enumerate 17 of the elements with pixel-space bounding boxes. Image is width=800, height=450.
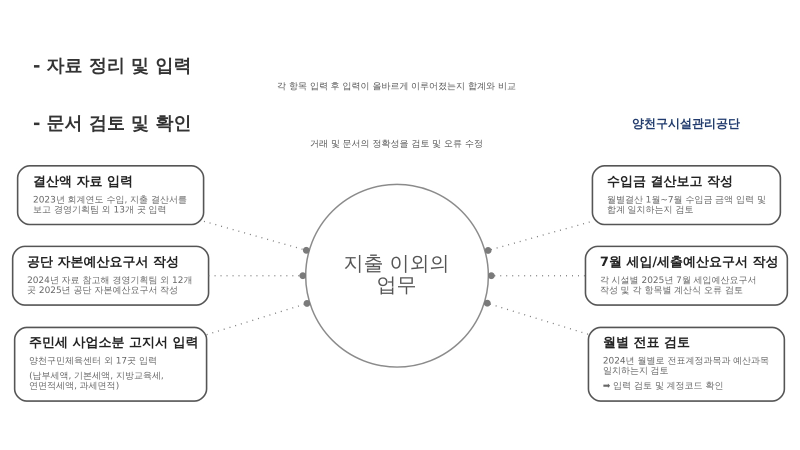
node-box: 공단 자본예산요구서 작성 2024년 자료 참고해 경영기획팀 외 12개 곳 2025년 공단 자본예산요구서 작성 bbox=[12, 245, 210, 306]
node-box: 7월 세입/세출예산요구서 작성 각 시설별 2025년 7월 세입예산요구서 작성 및 각 항목별 계산식 오류 검토 bbox=[584, 245, 788, 306]
node-box: 월별 전표 검토 2024년 월별로 전표계정과목과 예산과목 일치하는지 검토 ➡ 입력 검토 및 계정코드 확인 bbox=[588, 326, 786, 402]
connector bbox=[488, 272, 586, 279]
label: 거래 및 문서의 정확성을 검토 및 오류 수정 bbox=[310, 139, 483, 150]
connector bbox=[206, 300, 310, 335]
label: 양천구시설관리공단 bbox=[632, 116, 740, 130]
node-box: 주민세 사업소분 고지서 입력 양천구민체육센터 외 17곳 입력 (납부세액, 기본세액, 지방교육세, 연면적세액, 과세면적) bbox=[14, 326, 208, 402]
label: 각 항목 입력 후 입력이 올바르게 이루어졌는지 합계와 비교 bbox=[277, 81, 516, 92]
node-box: 수입금 결산보고 작성 월별결산 1월~7월 수입금 금액 입력 및 합계 일치하는지 검토 bbox=[592, 164, 782, 225]
label: - 자료 정리 및 입력 bbox=[33, 54, 192, 76]
connector bbox=[484, 220, 592, 254]
label: - 문서 검토 및 확인 bbox=[33, 112, 192, 134]
connector bbox=[208, 272, 306, 279]
node-box: 결산액 자료 입력 2023년 회계연도 수입, 지출 결산서를 보고 경영기획팀 외 13개 곳 입력 bbox=[16, 164, 204, 225]
connector bbox=[484, 299, 589, 334]
connector bbox=[204, 220, 310, 254]
